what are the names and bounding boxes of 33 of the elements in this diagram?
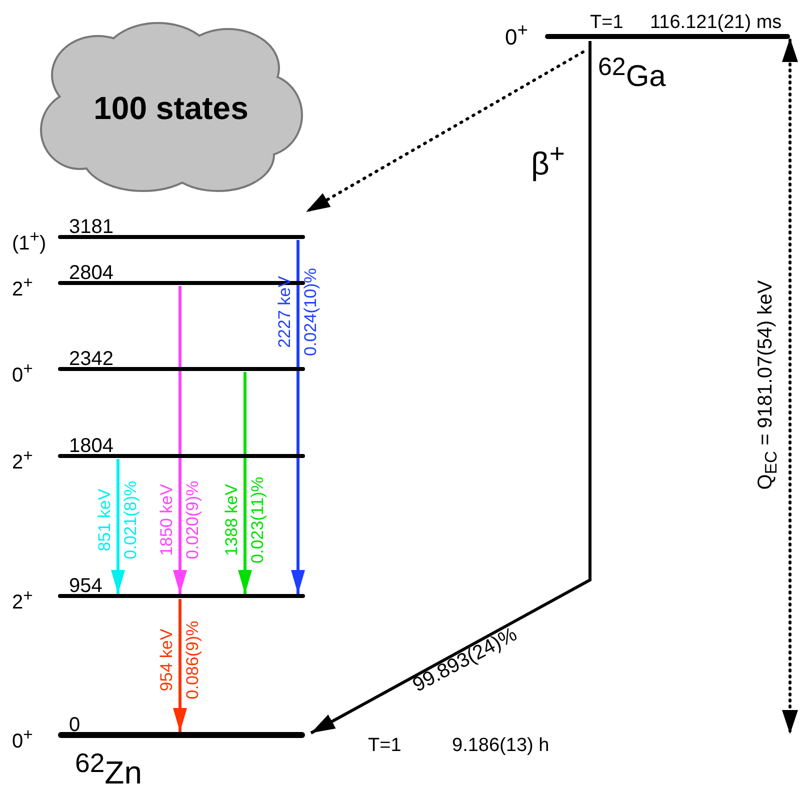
energy-label: 0 <box>69 715 80 735</box>
nuclide-label: $^{62}$Zn <box>75 750 142 789</box>
transition-label: 1850 keV 0.020(9)% <box>156 480 203 562</box>
transition-label: 954 keV 0.086(9)% <box>156 620 203 702</box>
gamma-transition-arrow <box>238 372 252 594</box>
energy-label: 3181 <box>69 217 114 237</box>
gamma-transition-arrow <box>291 240 305 594</box>
dotted-arrow <box>304 50 584 214</box>
decay-mode-label: β$^{+}$ <box>531 140 565 180</box>
decay-arrow <box>310 41 592 734</box>
nuclide-label: $^{62}$Ga <box>598 55 666 92</box>
spin-parity-label: (1$^{+}$) <box>12 229 46 254</box>
transition-label: 2227 keV 0.024(10)% <box>274 267 321 358</box>
gamma-transition-arrow <box>173 286 187 594</box>
cloud-label: 100 states <box>94 92 248 124</box>
isospin-label: T=1 <box>590 13 624 32</box>
energy-label: 954 <box>69 576 102 596</box>
spin-parity-label: 2$^{+}$ <box>12 448 33 473</box>
spin-parity-label: 0$^{+}$ <box>12 361 33 386</box>
energy-label: 2804 <box>69 263 114 283</box>
spin-parity-label: 2$^{+}$ <box>12 588 33 613</box>
transition-label: 851 keV 0.021(8)% <box>94 480 141 562</box>
energy-label: 2342 <box>69 349 114 369</box>
gamma-transition-arrow <box>111 459 125 594</box>
isospin-label: T=1 <box>368 736 402 755</box>
transition-label: 1388 keV 0.023(11)% <box>221 476 268 566</box>
spin-parity-label: 0$^{+}$ <box>12 727 33 752</box>
half-life-label: 9.186(13) h <box>452 736 550 755</box>
spin-parity-label: 2$^{+}$ <box>12 275 33 300</box>
gamma-transition-arrow <box>173 599 187 732</box>
spin-parity-label: 0$^{+}$ <box>505 21 528 48</box>
half-life-label: 116.121(21) ms <box>650 13 782 32</box>
energy-label: 1804 <box>69 436 114 456</box>
